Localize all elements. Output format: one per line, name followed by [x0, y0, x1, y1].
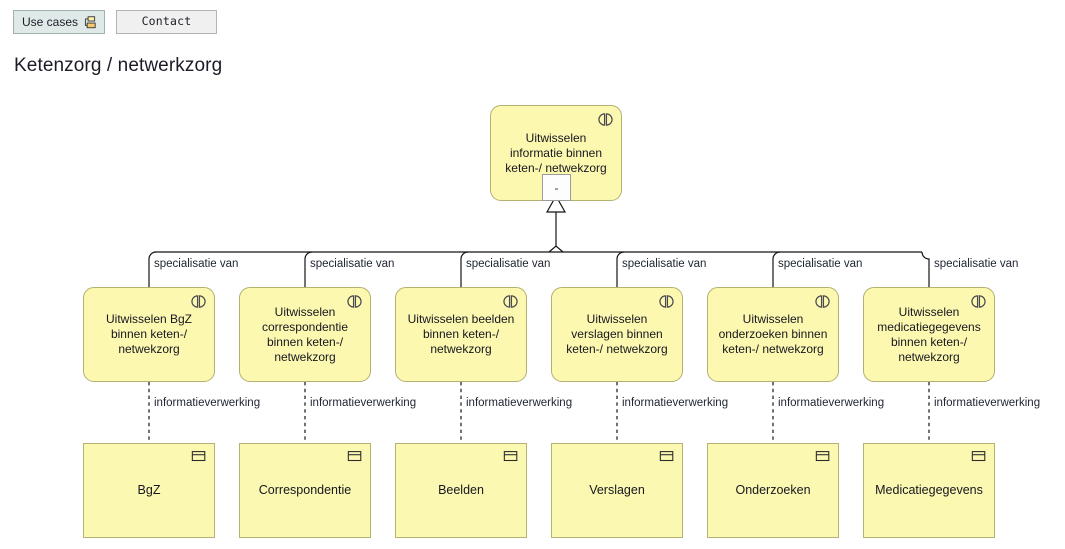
node-object-label: Medicatiegegevens: [875, 483, 983, 497]
business-interaction-icon: [597, 112, 614, 127]
node-service-label: Uitwisselen medicatiegegevens binnen ket…: [877, 304, 981, 364]
business-object-icon: [190, 450, 207, 465]
node-object-medicatiegegevens[interactable]: Medicatiegegevens: [863, 443, 995, 538]
edge-label-specialisatie: specialisatie van: [622, 258, 707, 270]
edge-label-informatieverwerking: informatieverwerking: [310, 397, 417, 409]
node-object-verslagen[interactable]: Verslagen: [551, 443, 683, 538]
edge-label-informatieverwerking: informatieverwerking: [934, 397, 1041, 409]
page-title: Ketenzorg / netwerkzorg: [14, 55, 223, 76]
node-service-beelden[interactable]: Uitwisselen beelden binnen keten-/ netwe…: [395, 287, 527, 382]
edge-label-informatieverwerking: informatieverwerking: [778, 397, 885, 409]
business-interaction-icon: [814, 294, 831, 309]
node-service-bgz[interactable]: Uitwisselen BgZ binnen keten-/ netwekzor…: [83, 287, 215, 382]
node-root-label: Uitwisselen informatie binnen keten-/ ne…: [505, 130, 607, 175]
edge-label-specialisatie: specialisatie van: [310, 258, 395, 270]
node-service-label: Uitwisselen correspondentie binnen keten…: [261, 304, 349, 364]
business-object-icon: [814, 450, 831, 465]
business-interaction-icon: [190, 294, 207, 309]
business-object-icon: [346, 450, 363, 465]
business-object-icon: [502, 450, 519, 465]
collapse-toggle[interactable]: -: [542, 174, 571, 201]
business-interaction-icon: [502, 294, 519, 309]
edge-label-specialisatie: specialisatie van: [466, 258, 551, 270]
node-service-verslagen[interactable]: Uitwisselen verslagen binnen keten-/ net…: [551, 287, 683, 382]
tab-use-cases-label: Use cases: [21, 15, 79, 29]
tab-contact-label: Contact: [141, 14, 192, 29]
node-object-label: BgZ: [137, 483, 161, 497]
edge-label-specialisatie: specialisatie van: [778, 258, 863, 270]
collapse-toggle-label: -: [554, 180, 559, 195]
edge-label-specialisatie: specialisatie van: [154, 258, 239, 270]
tab-contact[interactable]: Contact: [116, 10, 217, 34]
node-object-beelden[interactable]: Beelden: [395, 443, 527, 538]
toolbar: Use cases Contact: [0, 0, 1065, 44]
business-interaction-icon: [658, 294, 675, 309]
edge-label-informatieverwerking: informatieverwerking: [466, 397, 573, 409]
node-service-label: Uitwisselen beelden binnen keten-/ netwe…: [407, 312, 515, 356]
node-service-medicatiegegevens[interactable]: Uitwisselen medicatiegegevens binnen ket…: [863, 287, 995, 382]
node-object-bgz[interactable]: BgZ: [83, 443, 215, 538]
node-object-correspondentie[interactable]: Correspondentie: [239, 443, 371, 538]
edge-label-informatieverwerking: informatieverwerking: [622, 397, 729, 409]
business-interaction-icon: [346, 294, 363, 309]
tab-use-cases[interactable]: Use cases: [13, 10, 105, 34]
node-object-label: Correspondentie: [258, 483, 352, 497]
node-service-label: Uitwisselen onderzoeken binnen keten-/ n…: [718, 312, 828, 356]
node-service-correspondentie[interactable]: Uitwisselen correspondentie binnen keten…: [239, 287, 371, 382]
node-object-label: Verslagen: [589, 483, 645, 497]
node-object-onderzoeken[interactable]: Onderzoeken: [707, 443, 839, 538]
hierarchy-icon: [83, 15, 96, 29]
node-service-label: Uitwisselen verslagen binnen keten-/ net…: [566, 312, 668, 356]
node-service-onderzoeken[interactable]: Uitwisselen onderzoeken binnen keten-/ n…: [707, 287, 839, 382]
node-service-label: Uitwisselen BgZ binnen keten-/ netwekzor…: [105, 312, 193, 356]
business-interaction-icon: [970, 294, 987, 309]
node-object-label: Onderzoeken: [735, 483, 811, 497]
edge-label-informatieverwerking: informatieverwerking: [154, 397, 261, 409]
business-object-icon: [658, 450, 675, 465]
node-object-label: Beelden: [438, 483, 484, 497]
business-object-icon: [970, 450, 987, 465]
edge-label-specialisatie: specialisatie van: [934, 258, 1019, 270]
